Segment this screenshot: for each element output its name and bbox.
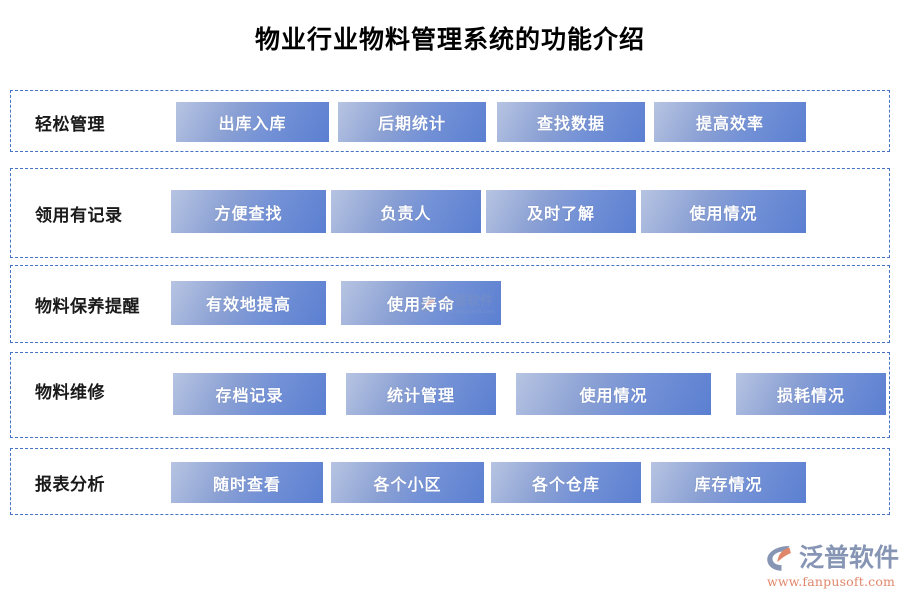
feature-chip-5-1[interactable]: 随时查看 xyxy=(171,462,323,503)
feature-chip-4-2[interactable]: 统计管理 xyxy=(346,373,496,415)
row-label-4: 物料维修 xyxy=(35,383,105,403)
feature-chip-3-2[interactable]: 使用寿命 xyxy=(341,281,501,325)
feature-chip-5-2[interactable]: 各个小区 xyxy=(331,462,484,503)
feature-chip-1-3[interactable]: 查找数据 xyxy=(497,102,645,142)
brand-logo: 泛普软件 www.fanpusoft.com xyxy=(765,543,899,590)
feature-row-4: 物料维修 存档记录 统计管理 使用情况 损耗情况 xyxy=(10,352,890,438)
feature-chip-2-3[interactable]: 及时了解 xyxy=(486,190,636,233)
row-label-1: 轻松管理 xyxy=(35,115,105,135)
page-title: 物业行业物料管理系统的功能介绍 xyxy=(254,25,645,54)
feature-chip-1-4[interactable]: 提高效率 xyxy=(654,102,806,142)
row-label-3: 物料保养提醒 xyxy=(35,297,140,317)
feature-chip-5-4[interactable]: 库存情况 xyxy=(651,462,806,503)
feature-chip-3-1[interactable]: 有效地提高 xyxy=(171,281,326,325)
feature-chip-4-4[interactable]: 损耗情况 xyxy=(736,373,886,415)
feature-row-3: 物料保养提醒 有效地提高 使用寿命 xyxy=(10,265,890,343)
feature-chip-2-4[interactable]: 使用情况 xyxy=(641,190,806,233)
brand-logo-url: www.fanpusoft.com xyxy=(767,574,896,589)
feature-chip-1-1[interactable]: 出库入库 xyxy=(176,102,329,142)
row-label-5: 报表分析 xyxy=(35,475,105,495)
feature-row-1: 轻松管理 出库入库 后期统计 查找数据 提高效率 xyxy=(10,90,890,152)
feature-chip-2-2[interactable]: 负责人 xyxy=(331,190,481,233)
row-label-2: 领用有记录 xyxy=(35,206,123,226)
feature-chip-2-1[interactable]: 方便查找 xyxy=(171,190,326,233)
brand-logo-name: 泛普软件 xyxy=(799,543,900,572)
feature-row-2: 领用有记录 方便查找 负责人 及时了解 使用情况 xyxy=(10,168,890,258)
fanpu-logo-icon xyxy=(767,546,791,571)
feature-chip-1-2[interactable]: 后期统计 xyxy=(338,102,486,142)
brand-logo-top: 泛普软件 xyxy=(765,543,899,573)
feature-chip-4-1[interactable]: 存档记录 xyxy=(173,373,326,415)
feature-chip-5-3[interactable]: 各个仓库 xyxy=(491,462,641,503)
feature-chip-4-3[interactable]: 使用情况 xyxy=(516,373,711,415)
feature-row-5: 报表分析 随时查看 各个小区 各个仓库 库存情况 xyxy=(10,448,890,515)
